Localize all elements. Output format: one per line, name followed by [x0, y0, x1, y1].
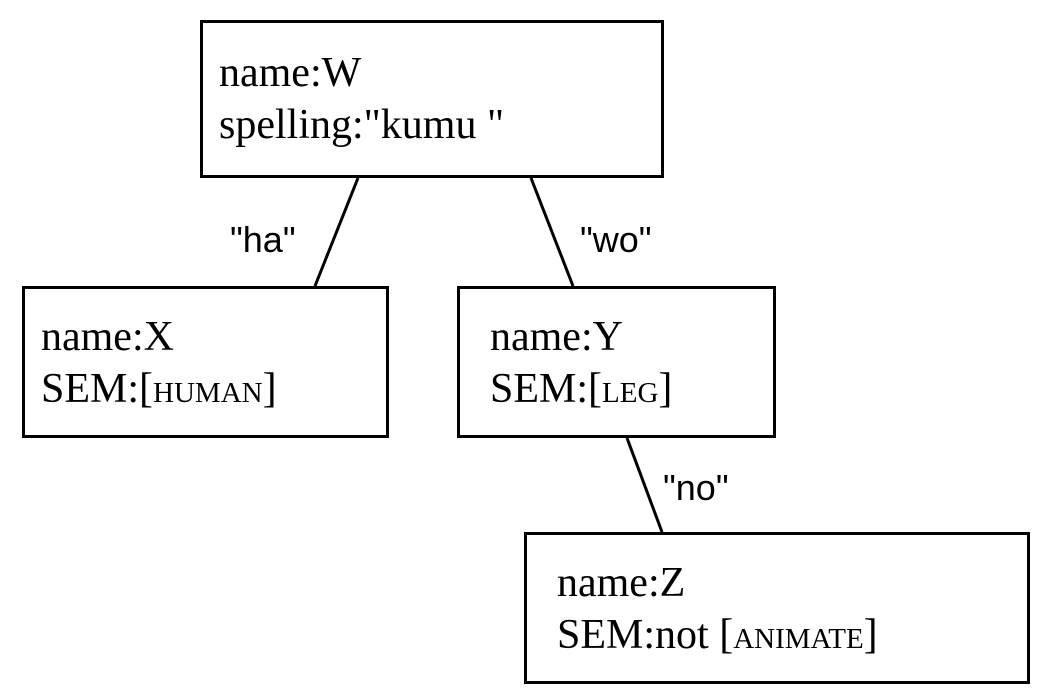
node-w: name:W spelling:"kumu " — [200, 20, 664, 178]
node-w-spelling: spelling:"kumu " — [219, 102, 505, 148]
node-y: name:Y SEM:[leg] — [457, 286, 776, 438]
edge-y-z-line — [625, 437, 664, 533]
node-x-sem-prefix: SEM: — [41, 366, 140, 412]
node-z: name:Z SEM:not [animate] — [524, 532, 1030, 684]
node-x-sem-value: [human] — [139, 366, 277, 412]
node-y-sem-value: [leg] — [588, 366, 673, 412]
node-z-sem-value: [animate] — [719, 612, 878, 658]
node-z-name: name:Z — [557, 560, 686, 606]
node-y-name: name:Y — [490, 314, 623, 360]
edge-label-wo: "wo" — [580, 219, 652, 260]
node-x-sem: SEM:[human] — [41, 363, 386, 415]
node-y-sem: SEM:[leg] — [490, 363, 773, 415]
node-x: name:X SEM:[human] — [22, 286, 389, 438]
node-x-name: name:X — [41, 314, 174, 360]
edge-label-no: "no" — [663, 467, 729, 508]
node-w-name: name:W — [219, 50, 362, 96]
edge-w-y-line — [529, 177, 575, 287]
node-y-sem-prefix: SEM: — [490, 366, 589, 412]
edge-w-x-line — [313, 177, 360, 287]
edge-label-ha: "ha" — [230, 219, 296, 260]
node-z-sem: SEM:not [animate] — [557, 609, 1027, 661]
node-z-sem-prefix: SEM:not — [557, 612, 720, 658]
